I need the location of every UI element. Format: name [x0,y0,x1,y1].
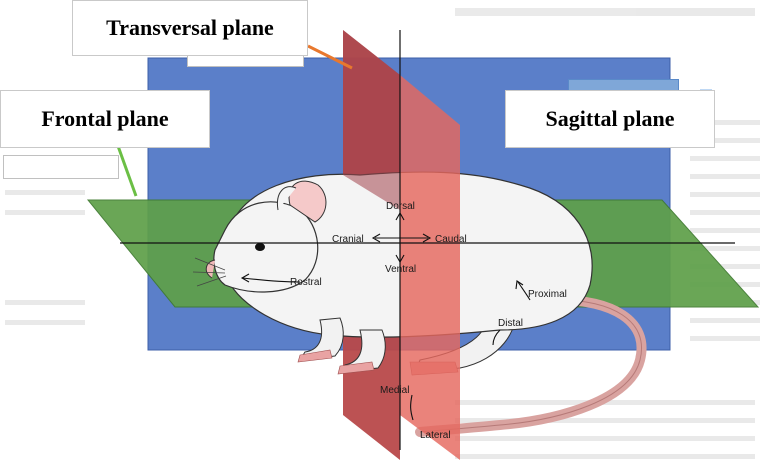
caudal-label: Caudal [435,234,467,245]
distal-label: Distal [498,318,523,329]
empty-label-box [3,155,119,179]
frontal-plane-label: Frontal plane [0,90,210,148]
cranial-label: Cranial [332,234,364,245]
dorsal-label: Dorsal [386,201,415,212]
proximal-label: Proximal [528,289,567,300]
transversal-plane-label: Transversal plane [72,0,308,56]
frontal-pointer [118,146,136,196]
ventral-label: Ventral [385,264,416,275]
rat-eye [255,243,265,251]
lateral-label: Lateral [420,430,451,441]
sagittal-plane-label: Sagittal plane [505,90,715,148]
medial-label: Medial [380,385,409,396]
rostral-label: Rostral [290,277,322,288]
